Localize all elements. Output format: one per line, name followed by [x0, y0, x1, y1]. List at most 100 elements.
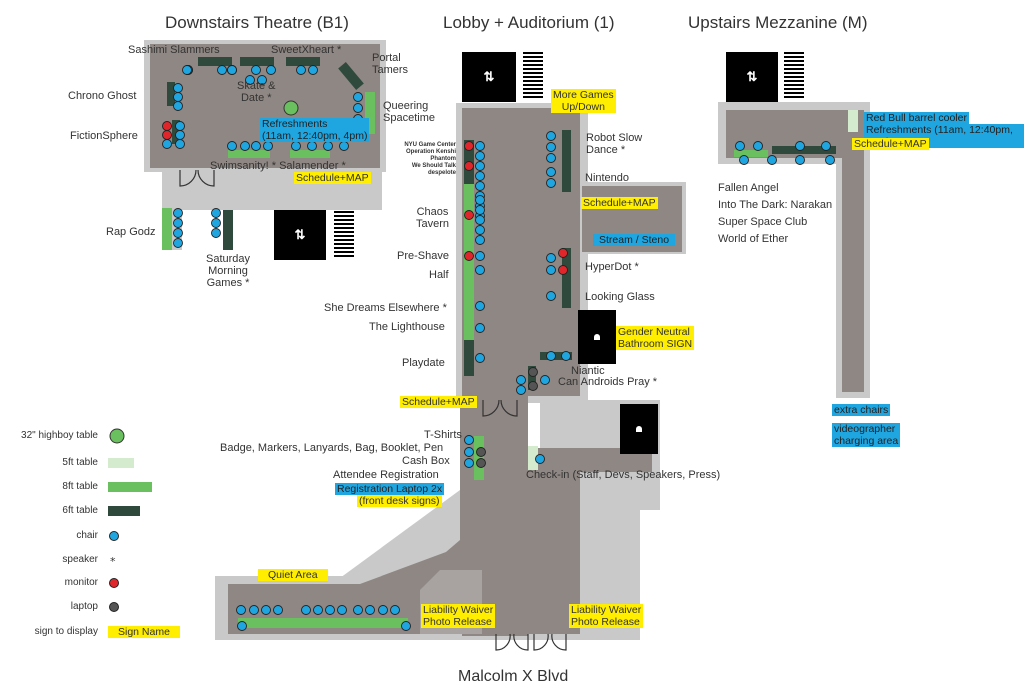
legend-symbols: *: [108, 428, 152, 612]
chair-dot: [182, 65, 192, 75]
chair-dot: [739, 155, 749, 165]
chair-dot: [173, 83, 183, 93]
svg-text:*: *: [110, 555, 116, 568]
up-down-arrows-icon: ⇅: [483, 69, 495, 84]
label-half: Half: [429, 269, 449, 281]
chair-dot: [339, 141, 349, 151]
chair-dot: [237, 621, 247, 631]
chair-dot: [475, 151, 485, 161]
label-attendee: Attendee Registration: [333, 469, 439, 481]
chair-dot: [211, 208, 221, 218]
chair-dot: [475, 323, 485, 333]
chair-dot: [353, 103, 363, 113]
label-skate: Skate & Date *: [237, 80, 276, 104]
sign-extra-chairs: extra chairs: [832, 404, 891, 416]
chair-dot: [173, 208, 183, 218]
chair-dot: [325, 605, 335, 615]
restroom-checkin: [620, 404, 658, 454]
lobby-doors: [482, 399, 567, 651]
chair-dot: [353, 605, 363, 615]
sign-waiver-right: Liability Waiver Photo Release: [569, 604, 644, 628]
label-rapgodz: Rap Godz: [106, 226, 156, 238]
label-swimsanity: Swimsanity! * Salamender *: [210, 160, 346, 172]
label-lighthouse: The Lighthouse: [369, 321, 445, 333]
label-she-dreams: She Dreams Elsewhere *: [324, 302, 447, 314]
legend-sign-sample: Sign Name: [108, 626, 180, 638]
downstairs-doors: [179, 169, 215, 187]
legend-sign: sign to display: [34, 626, 98, 637]
label-nintendo: Nintendo: [585, 172, 630, 184]
sign-front-desk: (front desk signs): [357, 495, 442, 507]
chair-dot: [173, 228, 183, 238]
monitor-dot: [558, 248, 568, 258]
sign-waiver-left: Liability Waiver Photo Release: [421, 604, 496, 628]
laptop-dot: [528, 381, 538, 391]
elevator-lobby: ⇅: [462, 52, 516, 102]
chair-dot: [227, 141, 237, 151]
upstairs-tables: [734, 110, 858, 157]
sign-schedule-lobby-right: Schedule+MAP: [581, 197, 658, 209]
legend-laptop: laptop: [70, 601, 98, 612]
chair-dot: [546, 131, 556, 141]
schedule-wall-upper: [582, 186, 586, 252]
monitor-dot: [464, 251, 474, 261]
legend-chair: chair: [76, 530, 98, 541]
chair-dot: [217, 65, 227, 75]
label-sweetxheart: SweetXheart *: [271, 44, 342, 56]
chair-dot: [475, 265, 485, 275]
chairs: [162, 65, 835, 631]
chair-dot: [401, 621, 411, 631]
chair-dot: [251, 65, 261, 75]
upstairs-floor: [726, 110, 864, 392]
chair-dot: [175, 121, 185, 131]
chair-dot: [821, 141, 831, 151]
quiet-floor: [228, 560, 462, 634]
chair-dot: [313, 605, 323, 615]
legend-table8: 8ft table: [62, 481, 98, 492]
chair-dot: [546, 142, 556, 152]
label-chaos: Chaos Tavern: [416, 206, 450, 230]
chair-dot: [257, 75, 267, 85]
chair-dot: [475, 161, 485, 171]
chair-dot: [175, 139, 185, 149]
label-saturday: Saturday Morning Games *: [206, 253, 251, 289]
sign-schedule-lobby-left: Schedule+MAP: [400, 396, 477, 408]
chair-dot: [249, 605, 259, 615]
sign-stream: Stream / Steno: [593, 234, 676, 246]
chair-dot: [263, 141, 273, 151]
stairs: [334, 52, 804, 257]
up-down-arrows-icon: ⇅: [746, 69, 758, 84]
chair-dot: [296, 65, 306, 75]
chair-dot: [516, 375, 526, 385]
label-chrono: Chrono Ghost: [68, 90, 137, 102]
chair-dot: [475, 215, 485, 225]
label-niantic: Niantic: [571, 365, 605, 377]
label-portal: Portal Tamers: [372, 52, 409, 76]
legend-highboy: 32" highboy table: [21, 430, 98, 441]
monitor-dot: [464, 210, 474, 220]
chair-dot: [475, 225, 485, 235]
chair-dot: [475, 171, 485, 181]
legend-table5: 5ft table: [62, 457, 98, 468]
sign-reg-laptop: Registration Laptop 2x: [335, 483, 445, 495]
sign-redbull: Red Bull barrel cooler: [864, 112, 969, 124]
chair-dot: [546, 167, 556, 177]
chair-dot: [227, 65, 237, 75]
chair-dot: [307, 141, 317, 151]
chair-dot: [266, 65, 276, 75]
legend-table6: 6ft table: [62, 505, 98, 516]
chair-dot: [273, 605, 283, 615]
chair-dot: [475, 301, 485, 311]
chair-dot: [753, 141, 763, 151]
chair-dot: [378, 605, 388, 615]
chair-dot: [175, 130, 185, 140]
label-hyperdot: HyperDot *: [585, 261, 639, 273]
chair-dot: [475, 353, 485, 363]
chair-dot: [795, 141, 805, 151]
sign-quiet-area: Quiet Area: [258, 569, 328, 581]
sign-schedule-downstairs: Schedule+MAP: [294, 172, 371, 184]
title-upstairs: Upstairs Mezzanine (M): [688, 13, 868, 32]
label-androids: Can Androids Pray *: [558, 376, 658, 388]
chair-dot: [323, 141, 333, 151]
elevator-downstairs: ⇅: [274, 210, 326, 260]
